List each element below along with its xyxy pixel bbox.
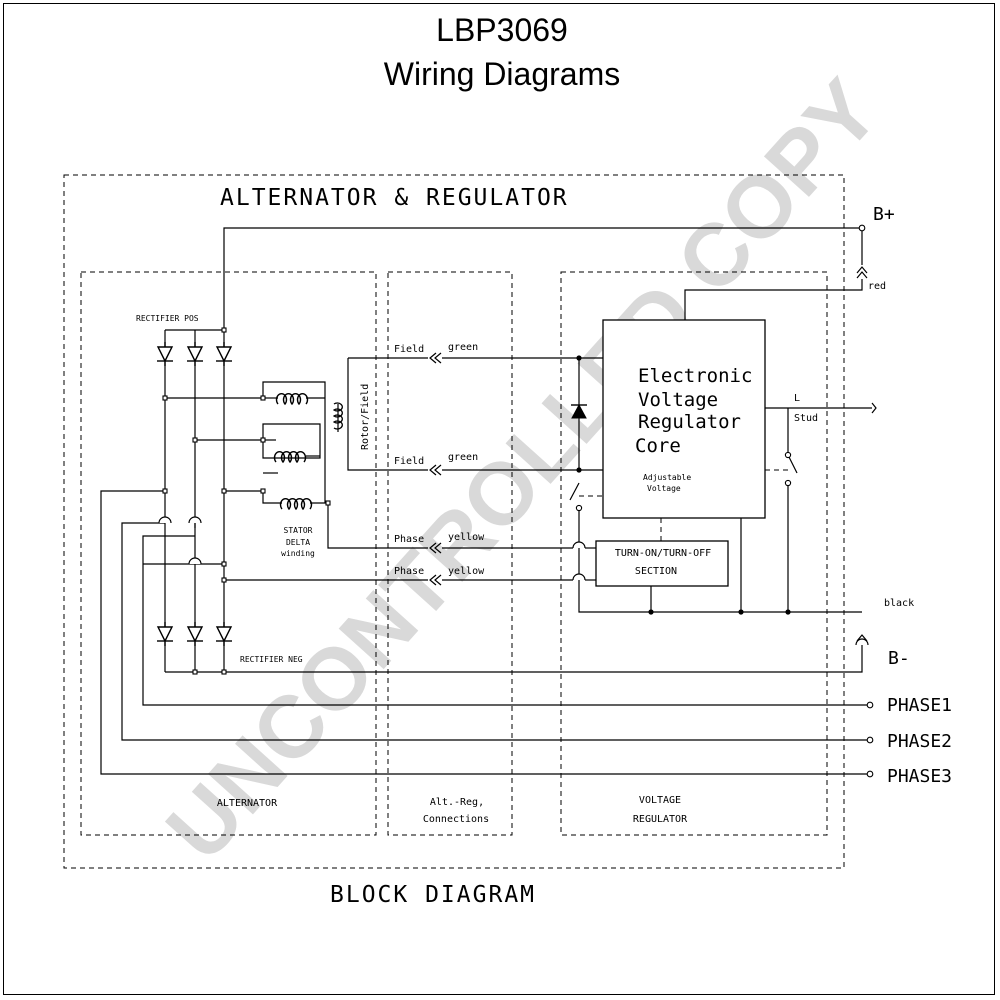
phase1-color: yellow xyxy=(448,532,485,543)
bminus-wire-color: black xyxy=(884,598,914,609)
terminal-nodes xyxy=(162,224,874,778)
adjustable-label-2: Voltage xyxy=(647,484,681,493)
field1-color: green xyxy=(448,342,478,353)
wire-crossovers xyxy=(158,516,869,646)
field2-label: Field xyxy=(394,456,424,467)
regulator-label-2: REGULATOR xyxy=(633,814,688,825)
core-label-3: Regulator xyxy=(638,411,741,433)
field2-connector xyxy=(429,464,442,476)
outer-heading: ALTERNATOR & REGULATOR xyxy=(220,185,569,211)
core-label-4: Core xyxy=(635,435,681,457)
turn-on-off-box xyxy=(595,540,729,587)
stator-label-2: DELTA xyxy=(286,538,310,547)
turn-on-off-label-1: TURN-ON/TURN-OFF xyxy=(615,548,711,559)
neg-diode-2 xyxy=(186,621,204,647)
rotor-label: Rotor/Field xyxy=(360,384,371,450)
freewheel-diode xyxy=(571,403,587,419)
core-label-2: Voltage xyxy=(638,389,718,411)
neg-diode-1 xyxy=(156,621,174,647)
rotor-coil xyxy=(332,402,343,430)
core-label-1: Electronic xyxy=(638,365,752,387)
connections-box xyxy=(387,271,513,836)
phase3-terminal-label: PHASE3 xyxy=(887,766,952,787)
neg-diode-3 xyxy=(215,621,233,647)
field2-color: green xyxy=(448,452,478,463)
stator-coil-1 xyxy=(275,393,309,405)
regulator-label-1: VOLTAGE xyxy=(639,795,681,806)
regulator-core-box xyxy=(602,319,766,519)
pos-diode-3 xyxy=(215,341,233,367)
page-subtitle: Wiring Diagrams xyxy=(384,56,620,92)
l-label: L xyxy=(794,393,800,404)
pos-diode-2 xyxy=(186,341,204,367)
phase2-color: yellow xyxy=(448,566,485,577)
connections-label-2: Connections xyxy=(423,814,489,825)
page-border xyxy=(3,3,995,995)
phase1-terminal-label: PHASE1 xyxy=(887,695,952,716)
bminus-label: B- xyxy=(888,648,910,669)
adjustable-label-1: Adjustable xyxy=(643,473,691,482)
phase1-label: Phase xyxy=(394,534,424,545)
junction-dots xyxy=(576,355,791,615)
bplus-connector xyxy=(856,266,868,279)
page-title: LBP3069 xyxy=(436,12,568,48)
bminus-connector xyxy=(856,634,868,642)
alternator-box xyxy=(80,271,377,836)
bplus-label: B+ xyxy=(873,204,895,225)
phase2-label: Phase xyxy=(394,566,424,577)
outer-block-box xyxy=(63,174,845,869)
stator-coil-3 xyxy=(279,498,313,510)
pos-diode-1 xyxy=(156,341,174,367)
footer-label: BLOCK DIAGRAM xyxy=(330,882,536,908)
stud-label: Stud xyxy=(794,413,818,424)
stator-label-1: STATOR xyxy=(284,526,313,535)
bplus-wire-color: red xyxy=(868,281,886,292)
stator-coil-2 xyxy=(273,451,307,463)
connections-label-1: Alt.-Reg, xyxy=(430,797,484,808)
stator-label-3: winding xyxy=(281,549,315,558)
field1-label: Field xyxy=(394,344,424,355)
phase2-terminal-label: PHASE2 xyxy=(887,731,952,752)
field1-connector xyxy=(429,352,442,364)
alternator-label: ALTERNATOR xyxy=(217,798,278,809)
rectifier-neg-label: RECTIFIER NEG xyxy=(240,655,303,664)
turn-on-off-label-2: SECTION xyxy=(635,566,677,577)
rectifier-pos-label: RECTIFIER POS xyxy=(136,314,199,323)
